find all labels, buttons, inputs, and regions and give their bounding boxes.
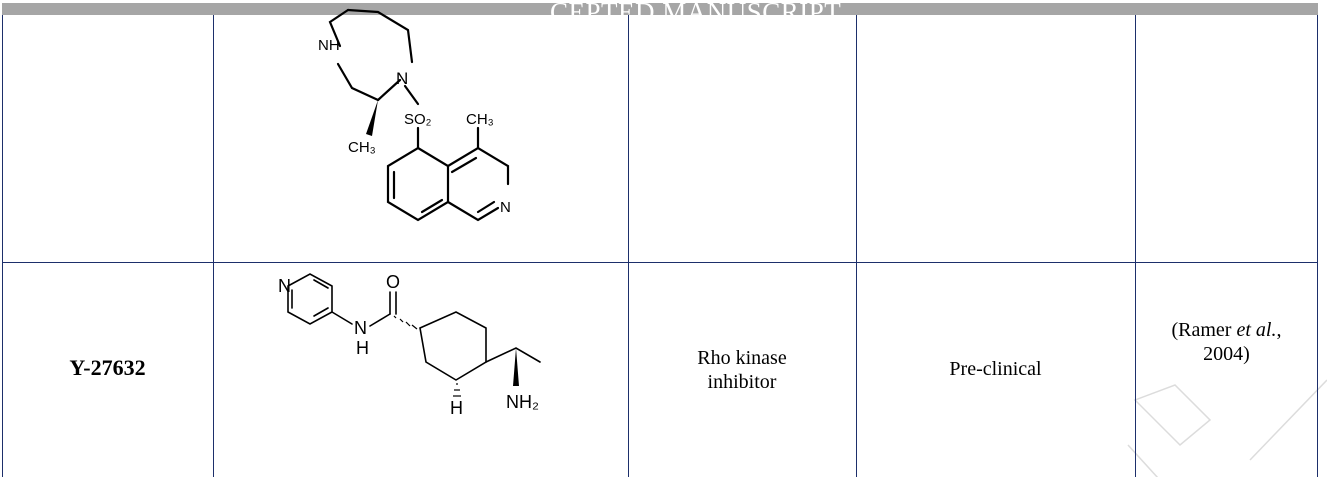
- mechanism-cell: Rho kinase inhibitor: [628, 346, 856, 394]
- status-cell: Pre-clinical: [949, 358, 1042, 380]
- column-divider-2: [628, 15, 629, 477]
- molecule-structure-row-1: NH N SO₂ CH₃ CH₃ N: [318, 8, 511, 222]
- header-watermark-text: CEPTED MANUSCRIPT: [550, 0, 842, 27]
- reference-cell: (Ramer et al., 2004): [1136, 318, 1317, 366]
- reference-line: (Ramer et al.,: [1171, 319, 1282, 341]
- atom-label: N: [278, 276, 291, 296]
- mechanism-line: inhibitor: [707, 371, 777, 393]
- atom-label: H: [450, 398, 463, 418]
- atom-label: NH₂: [506, 392, 539, 412]
- reference-line: 2004): [1203, 343, 1250, 365]
- drug-name-cell: Y-27632: [69, 355, 146, 380]
- column-divider-1: [213, 15, 214, 477]
- row-divider: [2, 262, 1318, 263]
- atom-label: N: [396, 69, 408, 88]
- atom-label: NH: [318, 37, 340, 54]
- molecule-structure-row-2: N O N H H NH₂: [278, 272, 541, 418]
- atom-label: CH₃: [466, 111, 494, 128]
- atom-label: SO₂: [404, 111, 432, 128]
- table-border-right: [1317, 15, 1318, 477]
- atom-label: N: [354, 318, 367, 338]
- column-divider-3: [856, 15, 857, 477]
- mechanism-line: Rho kinase: [697, 347, 787, 369]
- header-band: [2, 3, 1318, 15]
- atom-label: CH₃: [348, 139, 376, 156]
- atom-label: N: [500, 199, 511, 216]
- column-divider-4: [1135, 15, 1136, 477]
- atom-label: H: [356, 338, 369, 358]
- table-border-left: [2, 15, 3, 477]
- atom-label: O: [386, 272, 400, 292]
